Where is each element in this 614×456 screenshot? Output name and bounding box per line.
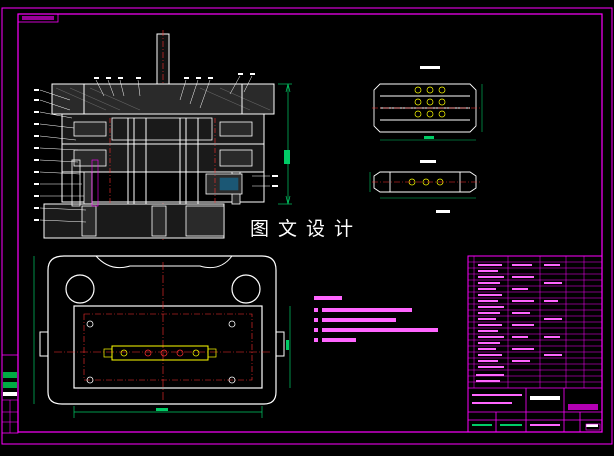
sheet-frame-outer: [1, 7, 613, 445]
guide-hole-right: [231, 274, 261, 304]
technical-notes: [314, 296, 438, 342]
title-block: [467, 255, 603, 433]
plastic-part-layout: [103, 345, 217, 361]
watermark-text: 图文设计: [248, 214, 365, 241]
bom-cell-marks: [476, 264, 562, 382]
plan-height-dimension: [33, 256, 291, 404]
part-detail-side: [369, 160, 482, 213]
part-callouts-left: [39, 89, 87, 223]
callout-number-marks: [34, 73, 278, 221]
cavity-insert-outline: [73, 305, 263, 389]
height-dimension: [278, 83, 292, 205]
part-callouts-right: [252, 175, 270, 187]
sheet-tag: [17, 13, 59, 23]
part-detail-top: [372, 66, 483, 141]
title-block-marks: [472, 394, 598, 427]
front-section-view: [34, 30, 292, 240]
plan-view: [33, 255, 291, 418]
guide-hole-left: [65, 274, 95, 304]
top-clamp-plate: [51, 83, 275, 115]
left-margin-block: [1, 354, 19, 434]
plan-width-dimension: [73, 406, 263, 418]
mold-base-outline: [47, 255, 277, 405]
part-callouts-top: [95, 75, 253, 109]
sheet-frame-inner: [17, 13, 603, 433]
